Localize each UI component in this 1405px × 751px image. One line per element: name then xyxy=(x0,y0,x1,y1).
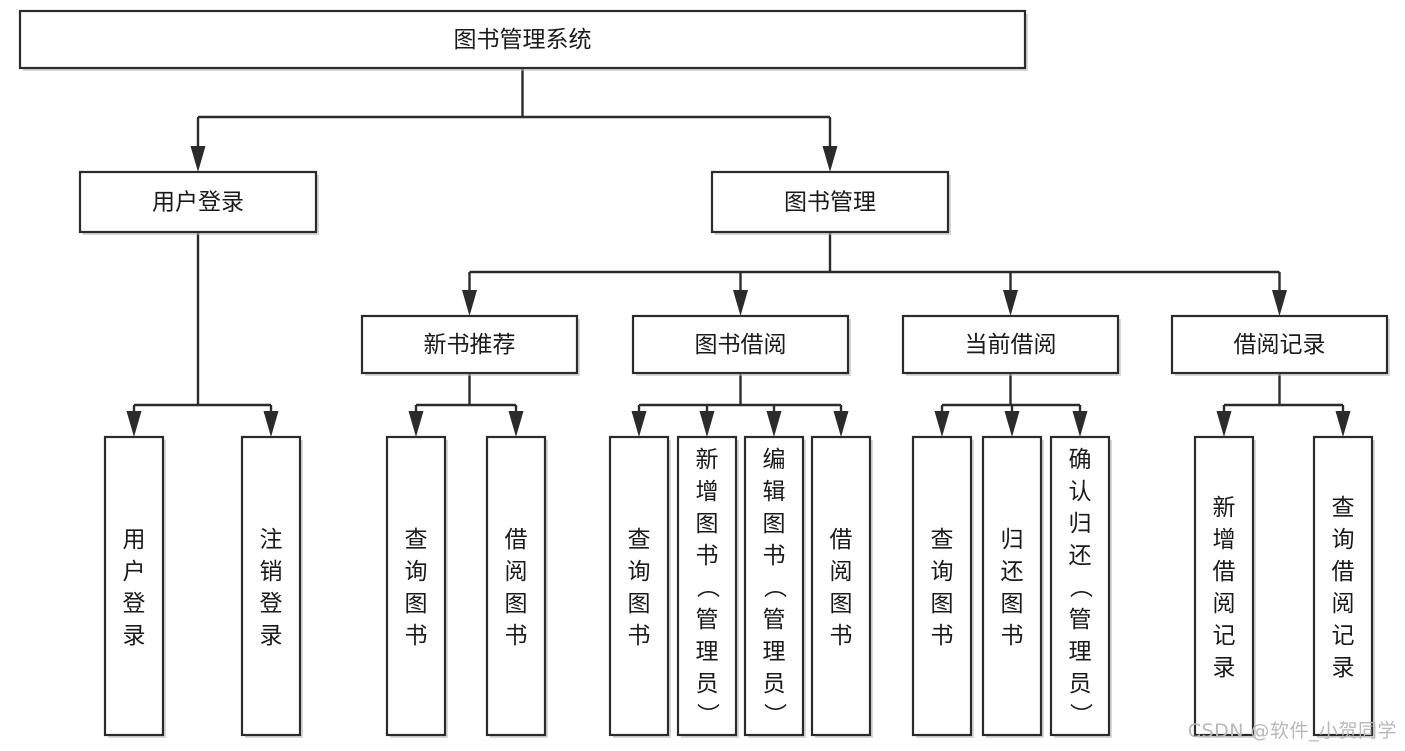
arrow-head-icon xyxy=(462,290,477,316)
node-borrow-record[interactable]: 借阅记录 xyxy=(1170,314,1390,376)
node-leaf-add-book[interactable]: 新增图书（管理员） xyxy=(676,435,739,738)
node-box[interactable] xyxy=(78,170,318,234)
node-label: 用户登录 xyxy=(152,190,244,216)
connector-group-borrow-record xyxy=(1216,373,1351,437)
arrow-head-icon xyxy=(833,411,849,437)
arrow-head-icon xyxy=(1072,411,1088,437)
arrow-head-icon xyxy=(190,146,206,172)
node-leaf-return-book[interactable]: 归还图书 xyxy=(981,435,1044,738)
nodes-layer: 图书管理系统用户登录图书管理新书推荐图书借阅当前借阅借阅记录用户登录注销登录查询… xyxy=(18,9,1390,738)
node-label: 新书推荐 xyxy=(424,332,516,358)
node-leaf-query-record[interactable]: 查询借阅记录 xyxy=(1312,435,1375,738)
node-label: 编辑图书（管理员） xyxy=(763,447,788,729)
node-book-borrow[interactable]: 图书借阅 xyxy=(631,314,851,376)
arrow-head-icon xyxy=(1272,290,1287,316)
arrow-head-icon xyxy=(1004,411,1020,437)
node-label: 借阅图书 xyxy=(830,527,853,649)
node-user-login[interactable]: 用户登录 xyxy=(78,170,319,235)
node-leaf-user-logout[interactable]: 注销登录 xyxy=(240,435,303,738)
node-label: 查询图书 xyxy=(628,527,651,649)
arrow-head-icon xyxy=(126,411,142,437)
node-box[interactable] xyxy=(901,314,1120,375)
connector-group-user-login xyxy=(126,232,279,437)
node-box[interactable] xyxy=(743,435,805,737)
connector-group-book-manage xyxy=(462,232,1287,316)
node-new-book-rec[interactable]: 新书推荐 xyxy=(360,314,580,376)
node-leaf-borrow-book-2[interactable]: 借阅图书 xyxy=(810,435,873,738)
node-box[interactable] xyxy=(385,435,447,737)
node-box[interactable] xyxy=(1312,435,1374,737)
node-box[interactable] xyxy=(485,435,547,737)
node-leaf-query-book-2[interactable]: 查询图书 xyxy=(608,435,671,738)
node-box[interactable] xyxy=(1170,314,1389,375)
node-book-manage[interactable]: 图书管理 xyxy=(710,170,951,235)
node-box[interactable] xyxy=(911,435,973,737)
watermark-label: CSDN @软件_小贺同学 xyxy=(1187,720,1397,742)
node-label: 借阅图书 xyxy=(505,527,528,649)
arrow-head-icon xyxy=(631,411,647,437)
node-label: 查询借阅记录 xyxy=(1332,495,1355,681)
node-box[interactable] xyxy=(810,435,872,737)
node-label: 新增图书（管理员） xyxy=(696,447,721,729)
arrow-head-icon xyxy=(263,411,279,437)
node-box[interactable] xyxy=(1049,435,1111,737)
arrow-head-icon xyxy=(1216,411,1232,437)
arrow-head-icon xyxy=(408,411,424,437)
node-label: 当前借阅 xyxy=(965,332,1057,358)
node-leaf-query-book-1[interactable]: 查询图书 xyxy=(385,435,448,738)
connector-group-new-book-rec xyxy=(408,373,524,437)
connectors-layer xyxy=(126,68,1351,437)
node-leaf-add-record[interactable]: 新增借阅记录 xyxy=(1193,435,1256,738)
node-box[interactable] xyxy=(676,435,738,737)
arrow-head-icon xyxy=(822,146,838,172)
node-box[interactable] xyxy=(631,314,850,375)
arrow-head-icon xyxy=(1335,411,1351,437)
node-leaf-confirm-return[interactable]: 确认归还（管理员） xyxy=(1049,435,1112,738)
node-label: 图书管理 xyxy=(784,190,876,216)
node-box[interactable] xyxy=(710,170,950,234)
node-label: 图书借阅 xyxy=(695,332,787,358)
node-leaf-query-book-3[interactable]: 查询图书 xyxy=(911,435,974,738)
arrow-head-icon xyxy=(766,411,782,437)
node-label: 新增借阅记录 xyxy=(1213,495,1236,681)
node-box[interactable] xyxy=(608,435,670,737)
node-box[interactable] xyxy=(240,435,302,737)
node-leaf-borrow-book-1[interactable]: 借阅图书 xyxy=(485,435,548,738)
arrow-head-icon xyxy=(1003,290,1018,316)
node-label: 确认归还（管理员） xyxy=(1069,447,1094,729)
node-box[interactable] xyxy=(103,435,165,737)
node-root[interactable]: 图书管理系统 xyxy=(18,9,1028,71)
node-label: 查询图书 xyxy=(405,527,428,649)
node-box[interactable] xyxy=(360,314,579,375)
node-box[interactable] xyxy=(1193,435,1255,737)
connector-group-book-borrow xyxy=(631,373,849,437)
arrow-head-icon xyxy=(508,411,524,437)
arrow-head-icon xyxy=(733,290,748,316)
node-label: 用户登录 xyxy=(123,527,146,649)
node-label: 图书管理系统 xyxy=(454,27,592,53)
connector-group-current-borrow xyxy=(934,373,1088,437)
node-label: 注销登录 xyxy=(260,527,283,649)
node-label: 查询图书 xyxy=(931,527,954,649)
node-box[interactable] xyxy=(18,9,1027,70)
node-label: 归还图书 xyxy=(1001,527,1024,649)
arrow-head-icon xyxy=(699,411,715,437)
node-leaf-edit-book[interactable]: 编辑图书（管理员） xyxy=(743,435,806,738)
connector-group-root xyxy=(190,68,838,172)
arrow-head-icon xyxy=(934,411,950,437)
node-box[interactable] xyxy=(981,435,1043,737)
node-label: 借阅记录 xyxy=(1234,332,1326,358)
node-leaf-user-login[interactable]: 用户登录 xyxy=(103,435,166,738)
node-current-borrow[interactable]: 当前借阅 xyxy=(901,314,1121,376)
